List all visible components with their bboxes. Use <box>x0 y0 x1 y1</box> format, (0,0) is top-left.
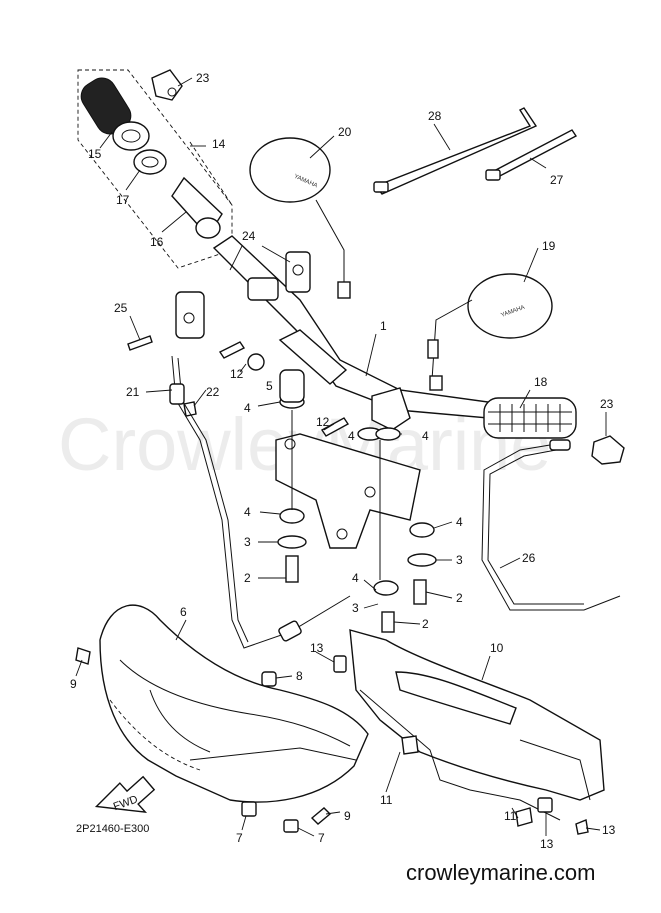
clips <box>75 647 589 835</box>
callout-26: 26 <box>522 551 536 565</box>
handlebar <box>175 235 489 431</box>
callout-11-right: 11 <box>504 809 517 823</box>
right-grip <box>483 397 625 465</box>
callout-4-d: 4 <box>244 505 251 519</box>
callout-28: 28 <box>428 109 442 123</box>
callout-15: 15 <box>88 147 102 161</box>
callout-6: 6 <box>180 605 187 619</box>
callout-4-c: 4 <box>422 429 429 443</box>
callout-13-right: 13 <box>602 823 616 837</box>
callout-5: 5 <box>266 379 273 393</box>
callout-16: 16 <box>150 235 164 249</box>
rear-cover <box>349 629 605 821</box>
throttle-cable <box>169 355 351 649</box>
callout-19: 19 <box>542 239 556 253</box>
callout-24: 24 <box>242 229 256 243</box>
leader-lines <box>75 77 607 837</box>
left-mirror: YAMAHA <box>249 137 351 299</box>
callout-3-b: 3 <box>456 553 463 567</box>
callout-18: 18 <box>534 375 548 389</box>
cable-26 <box>481 439 621 611</box>
callout-2-c: 2 <box>422 617 429 631</box>
callout-13-left: 13 <box>310 641 324 655</box>
callout-20: 20 <box>338 125 352 139</box>
callout-4-b: 4 <box>348 429 355 443</box>
callout-23-right: 23 <box>600 397 614 411</box>
callout-10: 10 <box>490 641 504 655</box>
callout-8: 8 <box>296 669 303 683</box>
callout-9-right: 9 <box>344 809 351 823</box>
callout-12-upper: 12 <box>230 367 244 381</box>
callout-3-c: 3 <box>352 601 359 615</box>
callout-14: 14 <box>212 137 226 151</box>
callout-27: 27 <box>550 173 564 187</box>
right-mirror: YAMAHA <box>427 273 553 391</box>
callout-21: 21 <box>126 385 140 399</box>
left-grip-assembly <box>77 69 233 269</box>
center-mount <box>275 433 421 549</box>
callout-25: 25 <box>114 301 128 315</box>
screws <box>127 335 350 437</box>
callout-7-left: 7 <box>236 831 243 845</box>
callout-13-bottom: 13 <box>540 837 554 851</box>
callout-4-e: 4 <box>456 515 463 529</box>
callout-2-b: 2 <box>456 591 463 605</box>
callout-3-a: 3 <box>244 535 251 549</box>
callout-7-right: 7 <box>318 831 325 845</box>
footer-url: crowleymarine.com <box>406 860 596 885</box>
callout-4-a: 4 <box>244 401 251 415</box>
callout-1: 1 <box>380 319 387 333</box>
callout-17: 17 <box>116 193 130 207</box>
callout-23-top: 23 <box>196 71 210 85</box>
cable-ties <box>373 107 578 195</box>
dampers <box>277 369 437 633</box>
fwd-arrow: FWD <box>94 775 156 813</box>
callout-labels: 23 14 15 17 16 20 28 27 19 24 25 1 12 5 … <box>70 71 616 851</box>
callout-4-f: 4 <box>352 571 359 585</box>
diagram-code: 2P21460-E300 <box>76 823 149 835</box>
callout-22: 22 <box>206 385 220 399</box>
callout-2-a: 2 <box>244 571 251 585</box>
callout-11-left: 11 <box>380 793 393 807</box>
front-cover <box>99 604 369 803</box>
callout-9-left: 9 <box>70 677 77 691</box>
callout-12-lower: 12 <box>316 415 330 429</box>
